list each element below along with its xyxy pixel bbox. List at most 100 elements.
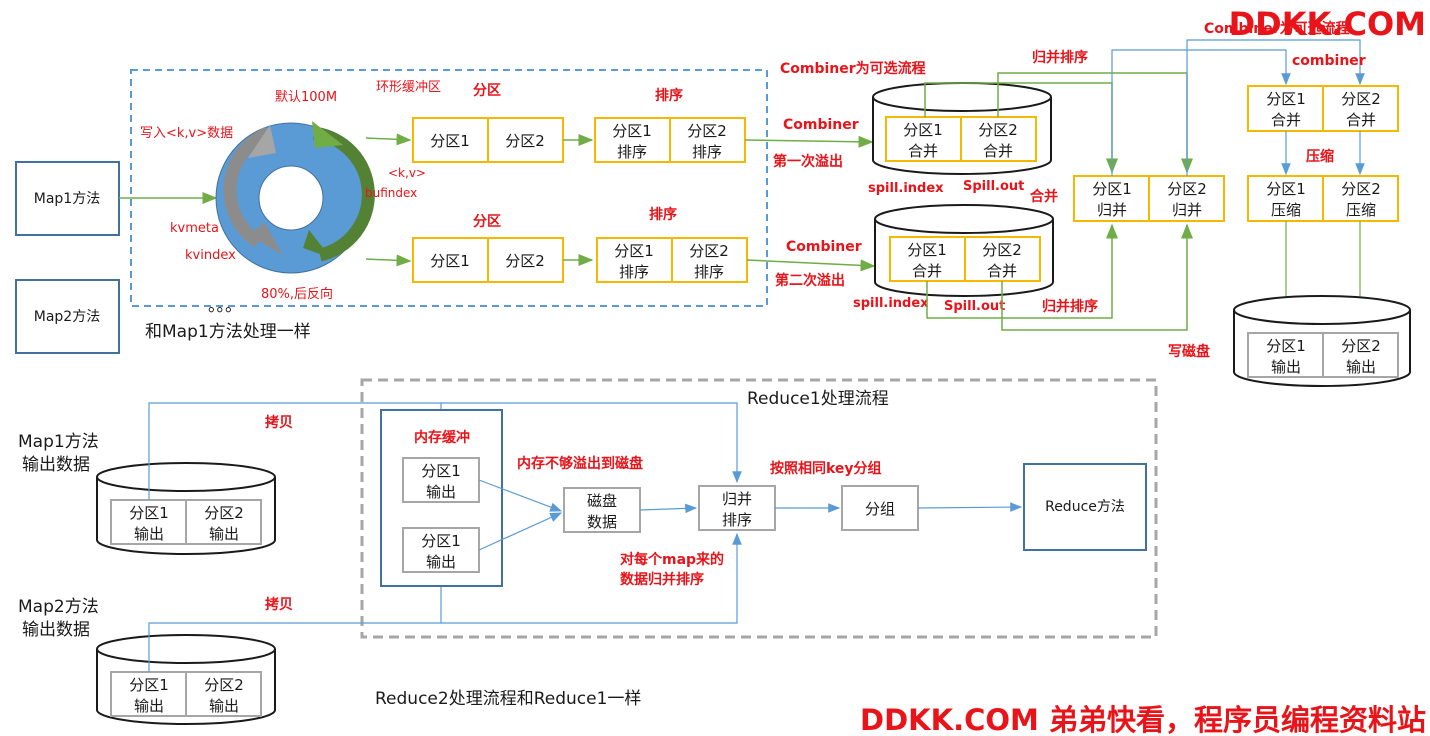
label-text: 归并	[722, 490, 752, 508]
label-text: 合并	[1271, 111, 1301, 129]
sort-label-1: 排序	[655, 87, 683, 104]
label-text: 输出	[209, 525, 239, 543]
kv-label: <k,v>	[388, 166, 426, 180]
group-by-key-label: 按照相同key分组	[770, 460, 882, 477]
label-text: 输出	[209, 697, 239, 715]
map1-output-disk: 分区1 输出 分区2 输出	[96, 462, 276, 555]
label-text: 分区1	[430, 252, 470, 270]
reverse-label: 80%,后反向	[261, 286, 333, 302]
label-text: 压缩	[1271, 201, 1301, 219]
spill-disk-1: 分区1 合并 分区2 合并	[872, 82, 1052, 175]
group-box: 分组	[841, 485, 919, 531]
final-output-disk: 分区1 输出 分区2 输出	[1233, 295, 1411, 387]
label-text: 排序	[694, 263, 724, 281]
map2-output-disk: 分区1 输出 分区2 输出	[96, 634, 276, 725]
label-text: 分区1	[903, 121, 943, 139]
ring-buffer	[215, 121, 375, 274]
label-text: 输出	[1271, 358, 1301, 376]
combined-pair: 分区1 合并 分区2 合并	[1247, 85, 1399, 132]
combiner-label-2: Combiner	[786, 239, 862, 255]
label-text: 输出	[1346, 358, 1376, 376]
spill-out-label-1: Spill.out	[963, 179, 1024, 194]
merge-sort-label-1: 归并排序	[1032, 49, 1088, 66]
label-text: 分区1	[1266, 180, 1306, 198]
label-text: 分区2	[978, 121, 1018, 139]
spill-out-label-2: Spill.out	[944, 299, 1005, 314]
label-text: 归并	[1097, 201, 1127, 219]
partition-label-2: 分区	[473, 214, 501, 230]
label-text: 压缩	[1346, 201, 1376, 219]
label-text: Reduce方法	[1045, 499, 1125, 515]
combiner-label-1: Combiner	[783, 117, 859, 133]
map2-label: Map2方法	[34, 309, 100, 325]
label-text: 内存缓冲	[414, 429, 470, 446]
kvmeta-label: kvmeta	[170, 221, 219, 236]
ellipsis: 。。。	[208, 296, 242, 316]
map2-note: 和Map1方法处理一样	[145, 322, 311, 342]
label-text: 分区2	[689, 242, 729, 260]
label-text: 输出数据	[22, 455, 90, 475]
sort-label-2: 排序	[649, 206, 677, 223]
label-text: Map2方法	[18, 597, 99, 617]
label-text: 分区2	[1341, 337, 1381, 355]
label-text: 分区1	[421, 462, 461, 480]
label-text: 分区1	[1266, 337, 1306, 355]
spill-index-label-1: spill.index	[868, 181, 944, 196]
label-text: 合并	[908, 142, 938, 160]
label-text: 输出	[134, 697, 164, 715]
compress-label: 压缩	[1306, 148, 1334, 165]
label-text: 分区2	[204, 504, 244, 522]
copy-label-2: 拷贝	[265, 596, 293, 613]
label-text: 分区2	[982, 241, 1022, 259]
label-text: 分区2	[505, 252, 545, 270]
label-text: 合并	[983, 142, 1013, 160]
second-spill-label: 第二次溢出	[775, 272, 845, 289]
merge-label: 合并	[1030, 188, 1058, 205]
label-text: 排序	[692, 143, 722, 161]
map1-method-box: Map1方法	[15, 161, 120, 236]
label-text: 分区2	[1341, 180, 1381, 198]
label-text: 输出数据	[22, 620, 90, 640]
label-text: 合并	[987, 262, 1017, 280]
partition-pair-1: 分区1 分区2	[412, 117, 564, 163]
per-map-label-2: 数据归并排序	[620, 571, 704, 588]
label-text: 输出	[134, 525, 164, 543]
first-spill-label: 第一次溢出	[773, 153, 843, 170]
label-text: Map1方法	[18, 432, 99, 452]
buffer-region	[130, 69, 768, 307]
reduce1-title: Reduce1处理流程	[747, 389, 889, 409]
kvindex-label: kvindex	[185, 248, 236, 263]
copy-label-1: 拷贝	[265, 414, 293, 431]
label-text: 输出	[426, 483, 456, 501]
label-text: 磁盘	[587, 492, 617, 510]
label-text: 分区2	[1167, 180, 1207, 198]
ring-buffer-label: 环形缓冲区	[376, 80, 441, 95]
write-disk-label: 写磁盘	[1168, 343, 1210, 360]
disk-data-box: 磁盘 数据	[563, 487, 641, 533]
partition-label-1: 分区	[473, 83, 501, 99]
label-text: 分区2	[505, 132, 545, 150]
combiner-optional-label: Combiner为可选流程	[780, 60, 926, 77]
combiner-optional-top: Combiner为可选流程	[1204, 20, 1350, 37]
combiner-lower-label: combiner	[1292, 53, 1366, 69]
label-text: 分区1	[614, 242, 654, 260]
label-text: 数据	[587, 513, 617, 531]
watermark-bottom: DDKK.COM 弟弟快看，程序员编程资料站	[860, 703, 1426, 736]
label-text: 分区2	[204, 676, 244, 694]
reduce2-note: Reduce2处理流程和Reduce1一样	[375, 689, 641, 709]
label-text: 归并	[1172, 201, 1202, 219]
label-text: 分区1	[1092, 180, 1132, 198]
bufindex-label: bufindex	[365, 186, 417, 200]
sorted-pair-1: 分区1 排序 分区2 排序	[594, 117, 746, 163]
memory-buffer-box: 内存缓冲 分区1 输出 分区1 输出	[380, 409, 503, 587]
label-text: 分区1	[129, 504, 169, 522]
label-text: 分区2	[687, 122, 727, 140]
label-text: 排序	[722, 511, 752, 529]
per-map-label-1: 对每个map来的	[620, 551, 724, 568]
merged-pair: 分区1 归并 分区2 归并	[1073, 175, 1225, 222]
label-text: 合并	[1346, 111, 1376, 129]
sorted-pair-2: 分区1 排序 分区2 排序	[596, 237, 748, 283]
write-kv-label: 写入<k,v>数据	[140, 126, 233, 141]
label-text: 排序	[617, 143, 647, 161]
